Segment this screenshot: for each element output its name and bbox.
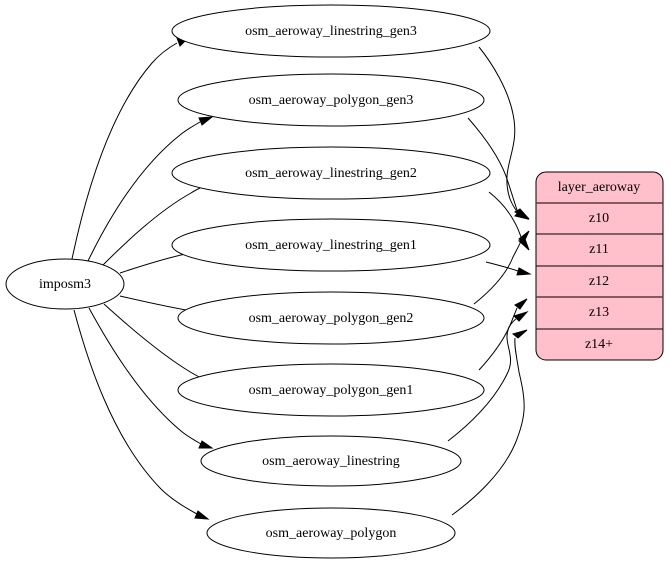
- edge-osm_aeroway_polygon-to-z14: [451, 329, 528, 516]
- edge-osm_aeroway_linestring_gen1-to-z12: [485, 261, 532, 276]
- node-imposm3-label: imposm3: [39, 277, 91, 292]
- node-osm_aeroway_linestring_gen2-label: osm_aeroway_linestring_gen2: [245, 166, 417, 181]
- edge-osm_aeroway_linestring-to-z14: [447, 310, 529, 442]
- node-osm_aeroway_polygon_gen1-label: osm_aeroway_polygon_gen1: [249, 383, 414, 398]
- node-osm_aeroway_polygon_gen2[interactable]: osm_aeroway_polygon_gen2: [177, 291, 485, 345]
- layer_aeroway-row-z10-label: z10: [589, 211, 609, 226]
- node-osm_aeroway_linestring_gen2[interactable]: osm_aeroway_linestring_gen2: [171, 146, 491, 200]
- node-osm_aeroway_polygon[interactable]: osm_aeroway_polygon: [206, 507, 456, 559]
- node-imposm3[interactable]: imposm3: [5, 258, 125, 310]
- node-osm_aeroway_linestring_gen1[interactable]: osm_aeroway_linestring_gen1: [171, 218, 491, 272]
- node-osm_aeroway_linestring_gen1-label: osm_aeroway_linestring_gen1: [245, 238, 417, 253]
- edge-imposm3-to-osm_aeroway_linestring_gen3: [71, 36, 191, 260]
- edge-osm_aeroway_polygon_gen1-to-z13: [478, 298, 528, 371]
- edge-imposm3-to-osm_aeroway_polygon_gen3: [87, 116, 214, 262]
- edge-imposm3-to-osm_aeroway_polygon: [73, 309, 210, 520]
- edge-imposm3-to-osm_aeroway_linestring: [88, 307, 214, 449]
- layer_aeroway-row-z13-label: z13: [589, 305, 609, 320]
- node-osm_aeroway_linestring-label: osm_aeroway_linestring: [262, 454, 400, 469]
- node-osm_aeroway_linestring_gen3-label: osm_aeroway_linestring_gen3: [245, 24, 417, 39]
- node-osm_aeroway_linestring_gen3[interactable]: osm_aeroway_linestring_gen3: [171, 4, 491, 58]
- node-osm_aeroway_polygon_gen2-label: osm_aeroway_polygon_gen2: [249, 311, 414, 326]
- edge-group-tables-to-layer: [447, 46, 532, 516]
- layer_aeroway-header-label: layer_aeroway: [558, 180, 640, 195]
- node-osm_aeroway_polygon_gen1[interactable]: osm_aeroway_polygon_gen1: [177, 363, 485, 417]
- layer_aeroway-row-z14-label: z14+: [585, 337, 613, 352]
- edge-osm_aeroway_polygon_gen3-to-z10: [467, 117, 530, 220]
- node-osm_aeroway_polygon-label: osm_aeroway_polygon: [266, 526, 397, 541]
- node-layer_aeroway[interactable]: layer_aeroway z10 z11 z12 z13 z14+: [535, 171, 664, 361]
- node-osm_aeroway_polygon_gen3[interactable]: osm_aeroway_polygon_gen3: [177, 73, 485, 127]
- edge-osm_aeroway_linestring_gen3-to-z10: [478, 46, 530, 220]
- layer_aeroway-row-z12-label: z12: [589, 274, 609, 289]
- node-osm_aeroway_polygon_gen3-label: osm_aeroway_polygon_gen3: [249, 93, 414, 108]
- layer_aeroway-row-z11-label: z11: [589, 242, 609, 257]
- node-osm_aeroway_linestring[interactable]: osm_aeroway_linestring: [200, 435, 462, 487]
- edge-osm_aeroway_polygon_gen2-to-z11: [473, 230, 530, 305]
